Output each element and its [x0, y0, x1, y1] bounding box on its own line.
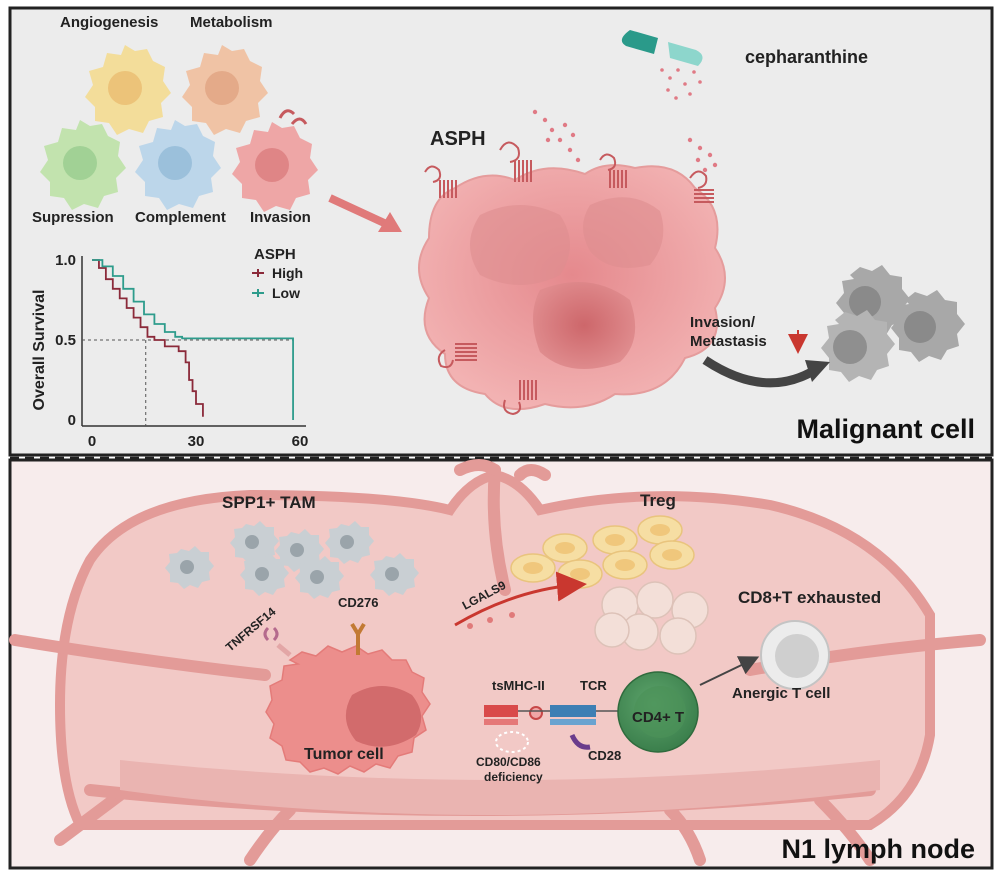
label-tumor-cell: Tumor cell	[304, 746, 384, 763]
lymph-node-panel: SPP1+ TAM Treg CD8+T exhausted LGALS9	[8, 458, 994, 870]
malignant-cell-cluster	[418, 109, 726, 416]
label-asph: ASPH	[430, 128, 486, 150]
phenotype-cell-complement	[135, 120, 221, 210]
mhc-tcr-complex	[484, 705, 618, 753]
label-cd276: CD276	[338, 595, 378, 610]
invasion-arrow	[702, 356, 818, 388]
x-tick-label: 60	[292, 433, 309, 450]
label-cepharanthine: cepharanthine	[745, 47, 868, 67]
label-supression: Supression	[32, 209, 114, 226]
y-tick-label: 0.5	[55, 332, 76, 349]
phenotype-cell-metabolism	[182, 45, 268, 135]
series-line-low	[92, 259, 294, 420]
phenotype-cell-invasion	[232, 109, 318, 212]
survival-chart: Overall Survival ASPH High Low 1.0 0.5 00 3…	[31, 246, 308, 450]
label-invasion-line1: Invasion/	[690, 314, 756, 331]
grey-cells	[821, 265, 965, 382]
anergic-t-cell	[760, 620, 830, 690]
cd8-exhausted-cells	[594, 581, 709, 655]
phenotype-cell-angiogenesis	[85, 45, 171, 135]
label-complement: Complement	[135, 209, 226, 226]
tumor-cell	[263, 622, 431, 775]
y-axis-label: Overall Survival	[31, 290, 48, 411]
cd4-t-cell	[617, 671, 699, 753]
legend-label-low: Low	[272, 285, 300, 301]
title-n1-lymph-node: N1 lymph node	[781, 834, 975, 864]
label-anergic: Anergic T cell	[732, 685, 830, 702]
x-tick-label: 30	[188, 433, 205, 450]
legend-label-high: High	[272, 265, 303, 281]
label-cd4: CD4+ T	[632, 709, 684, 726]
label-invasion-line2: Metastasis	[690, 333, 767, 350]
label-cd80-line1: CD80/CD86	[476, 755, 541, 769]
arrow-head-to-cell	[378, 212, 402, 232]
title-malignant-cell: Malignant cell	[796, 414, 975, 444]
legend-item-low: Low	[252, 285, 300, 301]
y-tick-label: 1.0	[55, 252, 76, 269]
invasion-arrow-head	[805, 360, 830, 382]
label-spp1-tam: SPP1+ TAM	[222, 493, 316, 512]
anergic-arrow	[699, 656, 760, 686]
lgals9-arrow	[454, 571, 587, 627]
label-invasion: Invasion	[250, 209, 311, 226]
label-metabolism: Metabolism	[190, 14, 273, 31]
label-cd8-exhausted: CD8+T exhausted	[738, 588, 881, 607]
legend-item-high: High	[252, 265, 303, 281]
series-line-high	[92, 259, 204, 417]
label-cd28: CD28	[588, 748, 621, 763]
label-angiogenesis: Angiogenesis	[60, 14, 158, 31]
capsule-icon	[621, 30, 703, 100]
phenotype-cell-supression	[40, 120, 126, 210]
label-cd80-line2: deficiency	[484, 770, 543, 784]
spp1-tam-cells	[165, 521, 419, 599]
y-tick-label: 0	[68, 412, 76, 429]
legend-title: ASPH	[254, 246, 296, 263]
label-treg: Treg	[640, 491, 676, 510]
label-tsmhc: tsMHC-II	[492, 678, 545, 693]
malignant-cell-panel: Angiogenesis Metabolism Supression Compl…	[8, 6, 994, 457]
label-tcr: TCR	[580, 678, 607, 693]
x-tick-label: 0	[88, 433, 96, 450]
